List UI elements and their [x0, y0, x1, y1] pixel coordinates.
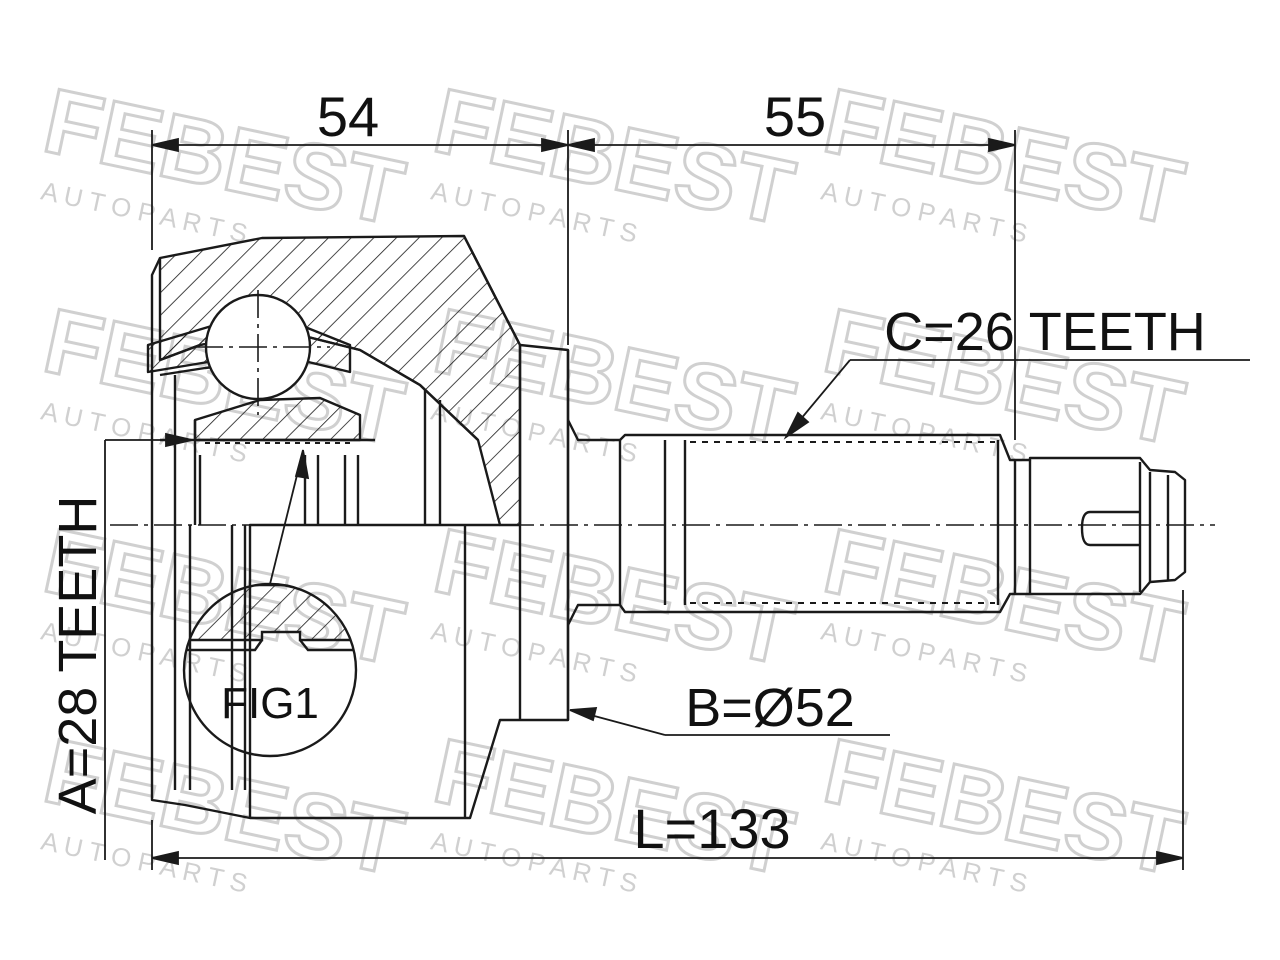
- fig1-detail: FIG1: [182, 582, 358, 758]
- housing-outer: [150, 235, 570, 820]
- spline-c-label: C=26 TEETH: [884, 302, 1206, 362]
- dimension-lines: [104, 130, 1250, 870]
- diameter-b-label: B=Ø52: [685, 678, 855, 738]
- dim-54-label: 54: [317, 85, 379, 148]
- spline-marks: [690, 441, 995, 604]
- shaft-outline: [566, 419, 1187, 626]
- spline-a-label: A=28 TEETH: [48, 496, 108, 815]
- dimension-labels: 54 55 C=26 TEETH B=Ø52 L=133 A=28 TEETH: [48, 85, 1206, 860]
- center-lines: [110, 290, 1215, 526]
- fig1-label: FIG1: [221, 679, 319, 728]
- fig1-leader: [269, 449, 310, 585]
- length-l-label: L=133: [633, 797, 790, 860]
- dim-55-label: 55: [764, 85, 826, 148]
